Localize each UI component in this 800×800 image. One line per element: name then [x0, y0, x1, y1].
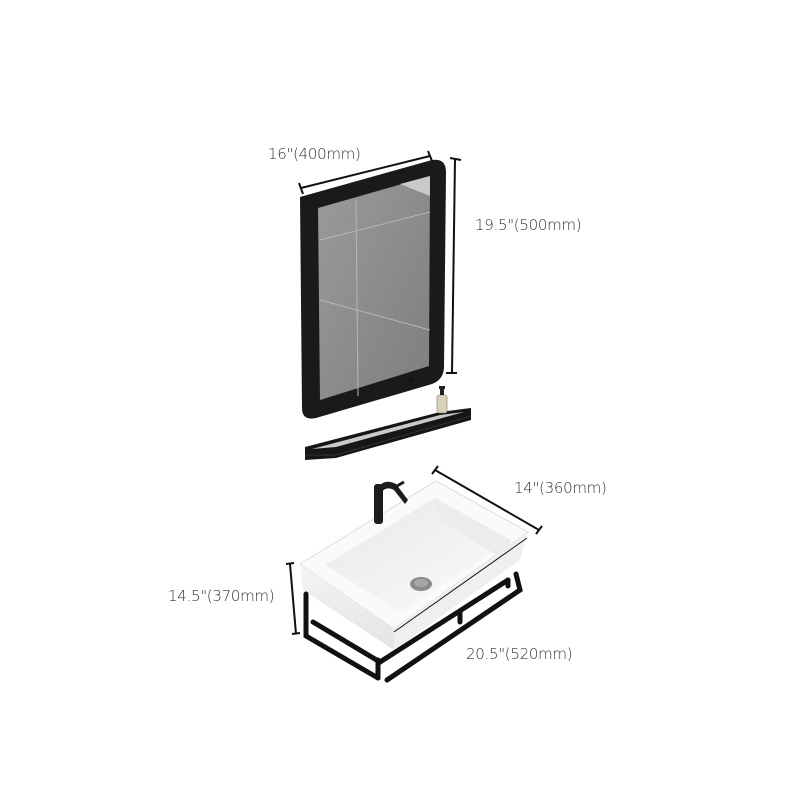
basin-width-label: 20.5"(520mm): [466, 645, 573, 663]
faucet: [374, 480, 408, 524]
basin-height-label: 14.5"(370mm): [168, 587, 275, 605]
towel-bar-frame: [303, 571, 523, 683]
soap-dispenser: [436, 386, 448, 414]
dimension-lines: [285, 150, 543, 635]
mirror: [300, 159, 446, 419]
shelf: [305, 408, 472, 460]
basin: [299, 480, 529, 650]
basin-depth-label: 14"(360mm): [514, 479, 607, 497]
mirror-height-label: 19.5"(500mm): [475, 216, 582, 234]
mirror-width-label: 16"(400mm): [268, 145, 361, 163]
